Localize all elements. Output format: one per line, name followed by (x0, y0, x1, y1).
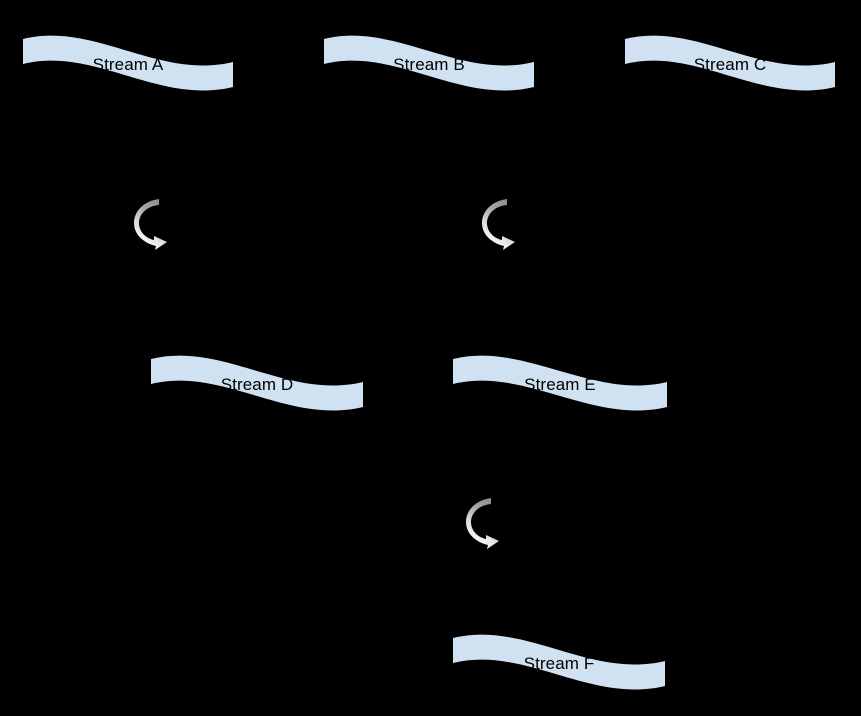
curved-clockwise-arrow-icon (134, 199, 167, 250)
curved-clockwise-arrow-icon-1[interactable] (133, 196, 173, 250)
banner-shape (625, 35, 835, 91)
banner-stream-c[interactable]: Stream C (622, 31, 838, 95)
banner-shape (23, 35, 233, 91)
curved-clockwise-arrow-icon (466, 498, 499, 549)
banner-shape (324, 35, 534, 91)
curved-clockwise-arrow-icon (482, 199, 515, 250)
banner-stream-b[interactable]: Stream B (321, 31, 537, 95)
banner-stream-d[interactable]: Stream D (148, 351, 366, 415)
curved-clockwise-arrow-icon-3[interactable] (465, 495, 505, 549)
banner-shape (453, 355, 667, 411)
banner-shape (151, 355, 363, 411)
banner-shape (453, 634, 665, 690)
curved-clockwise-arrow-icon-2[interactable] (481, 196, 521, 250)
banner-stream-e[interactable]: Stream E (450, 351, 670, 415)
banner-stream-a[interactable]: Stream A (20, 31, 236, 95)
banner-stream-f[interactable]: Stream F (450, 630, 668, 694)
